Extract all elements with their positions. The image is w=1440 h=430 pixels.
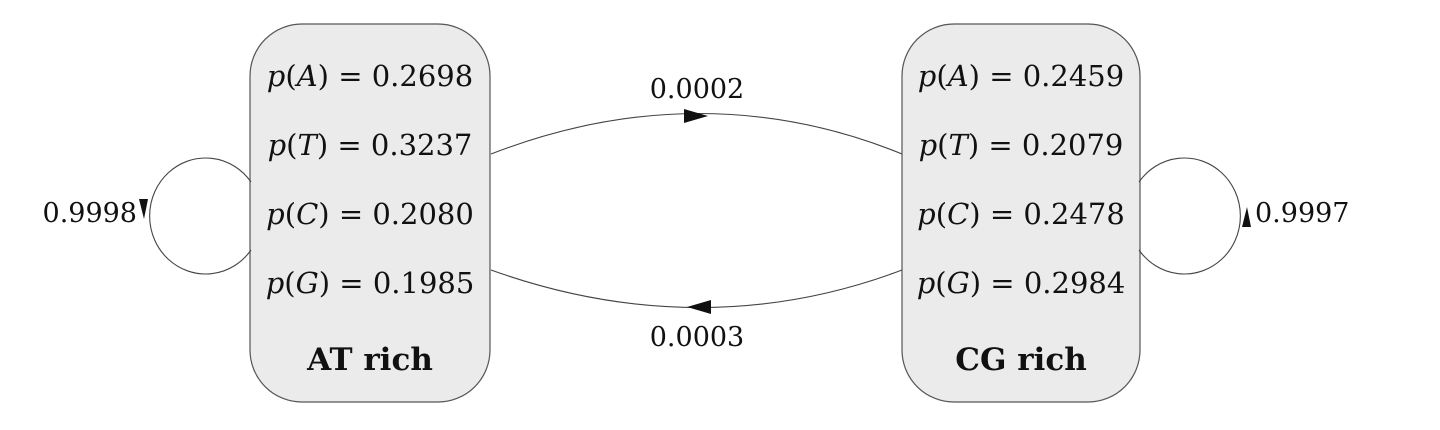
- cg-prob-t: p(T) = 0.2079: [919, 128, 1124, 162]
- self-loop-cg-arrowhead: [1242, 207, 1251, 227]
- state-cg-rich-box: [901, 23, 1141, 403]
- state-cg-rich-label: CG rich: [955, 342, 1086, 378]
- state-cg-rich: p(A) = 0.2459 p(T) = 0.2079 p(C) = 0.247…: [901, 23, 1141, 403]
- edge-cg-to-at-arrowhead: [687, 300, 711, 314]
- state-at-rich-box: [249, 23, 491, 403]
- self-loop-cg-arc: [1138, 157, 1241, 275]
- edge-cg-to-at: [490, 269, 903, 308]
- transition-cg-to-at: 0.0003: [490, 269, 903, 353]
- cg-prob-c: p(C) = 0.2478: [917, 197, 1125, 231]
- state-at-rich-label: AT rich: [306, 342, 433, 378]
- self-loop-at-arrowhead: [139, 199, 148, 219]
- transition-at-self: 0.9998: [43, 157, 252, 275]
- at-prob-c: p(C) = 0.2080: [266, 197, 474, 231]
- at-prob-a: p(A) = 0.2698: [267, 59, 473, 93]
- edge-cg-to-at-label: 0.0003: [650, 322, 744, 353]
- edge-at-to-cg: [490, 113, 903, 155]
- edge-at-to-cg-arrowhead: [684, 109, 708, 123]
- self-loop-at-arc: [149, 157, 252, 275]
- self-loop-at-label: 0.9998: [43, 198, 137, 229]
- cg-prob-a: p(A) = 0.2459: [918, 59, 1124, 93]
- edge-at-to-cg-label: 0.0002: [650, 74, 744, 105]
- transition-cg-self: 0.9997: [1138, 157, 1349, 275]
- cg-prob-g: p(G) = 0.2984: [917, 266, 1126, 300]
- self-loop-cg-label: 0.9997: [1255, 198, 1349, 229]
- at-prob-t: p(T) = 0.3237: [268, 128, 473, 162]
- transition-at-to-cg: 0.0002: [490, 74, 903, 155]
- at-prob-g: p(G) = 0.1985: [266, 266, 475, 300]
- state-at-rich: p(A) = 0.2698 p(T) = 0.3237 p(C) = 0.208…: [249, 23, 491, 403]
